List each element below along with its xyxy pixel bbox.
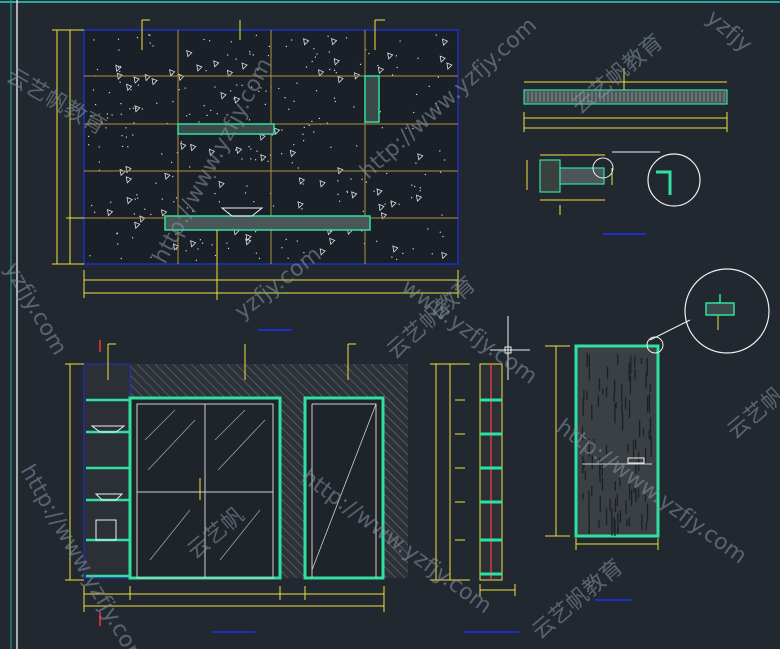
upper-shelf bbox=[177, 123, 275, 135]
watermark-brand-6: 云艺帆 bbox=[723, 383, 780, 445]
side-niche bbox=[364, 75, 380, 123]
elevation-stone-wall bbox=[52, 19, 459, 331]
detail-callout-circle bbox=[647, 153, 701, 207]
section-shelving bbox=[430, 316, 530, 633]
elevation-door-wall bbox=[65, 340, 408, 633]
watermark-brand-1: 云艺帆教育 bbox=[568, 30, 668, 120]
dimension-lines bbox=[52, 19, 459, 300]
lower-shelf bbox=[164, 215, 371, 231]
watermark-corner: yzfjy bbox=[701, 5, 756, 57]
elevation-wood-door bbox=[545, 268, 770, 601]
section-detail-top-right bbox=[523, 68, 728, 235]
basin-bowl bbox=[220, 207, 264, 217]
door-handle bbox=[627, 457, 645, 464]
detail-callout-circle-2 bbox=[684, 268, 770, 354]
